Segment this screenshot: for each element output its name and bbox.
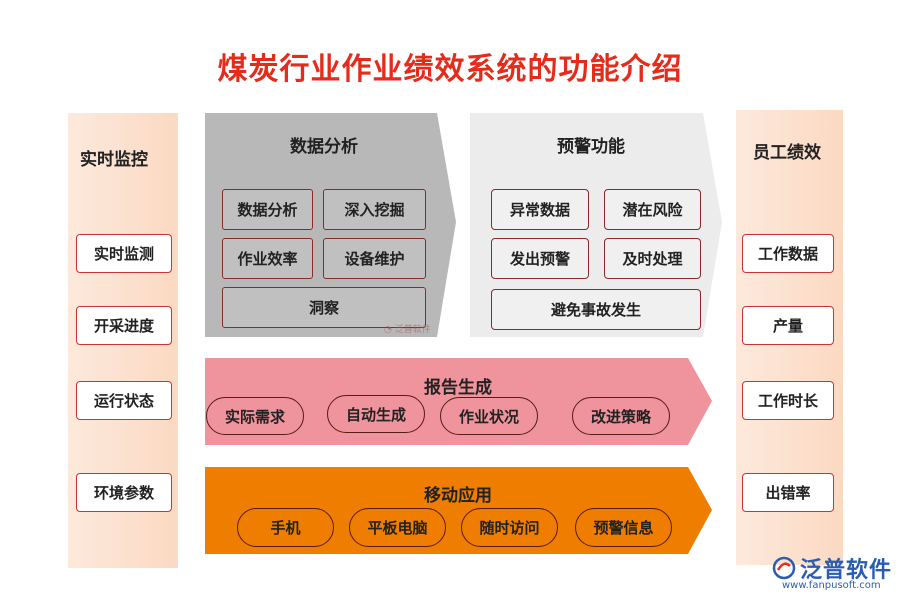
timely-handling-item: 及时处理	[604, 238, 701, 279]
brand-url: www.fanpusoft.com	[782, 580, 881, 591]
auto-generate-pill: 自动生成	[327, 395, 425, 433]
actual-needs-pill: 实际需求	[206, 397, 304, 435]
warning-title: 预警功能	[557, 137, 625, 157]
page-title: 煤炭行业作业绩效系统的功能介绍	[217, 52, 683, 87]
improvement-strategy-pill: 改进策略	[572, 397, 670, 435]
right-item-work-data: 工作数据	[742, 234, 834, 273]
anytime-access-pill: 随时访问	[461, 508, 558, 547]
deep-mining-item: 深入挖掘	[323, 189, 426, 230]
left-item-realtime-monitoring: 实时监测	[76, 234, 172, 273]
potential-risk-item: 潜在风险	[604, 189, 701, 230]
brand-name: 泛普软件	[800, 558, 893, 583]
left-item-operating-status: 运行状态	[76, 381, 172, 420]
avoid-accidents-item: 避免事故发生	[491, 289, 701, 330]
right-item-output: 产量	[742, 306, 834, 345]
report-title: 报告生成	[424, 378, 492, 398]
right-item-working-hours: 工作时长	[742, 381, 834, 420]
right-item-error-rate: 出错率	[742, 473, 834, 512]
fanpu-logo-icon	[772, 556, 796, 580]
mobile-title: 移动应用	[424, 486, 492, 506]
data-analysis-title: 数据分析	[290, 137, 358, 157]
watermark-icon: ◔ 泛普软件	[384, 325, 431, 335]
tablet-pill: 平板电脑	[349, 508, 446, 547]
phone-pill: 手机	[237, 508, 334, 547]
warning-info-pill: 预警信息	[575, 508, 672, 547]
work-efficiency-item: 作业效率	[222, 238, 313, 279]
left-item-environment-params: 环境参数	[76, 473, 172, 512]
data-analysis-item: 数据分析	[222, 189, 313, 230]
brand-logo: 泛普软件	[772, 552, 892, 584]
right-column-title: 员工绩效	[753, 143, 821, 163]
left-item-mining-progress: 开采进度	[76, 306, 172, 345]
work-status-pill: 作业状况	[440, 397, 538, 435]
issue-warning-item: 发出预警	[491, 238, 589, 279]
warning-panel	[470, 113, 722, 337]
left-column-title: 实时监控	[80, 150, 148, 170]
equipment-maintenance-item: 设备维护	[323, 238, 426, 279]
insight-item: 洞察	[222, 287, 426, 328]
abnormal-data-item: 异常数据	[491, 189, 589, 230]
